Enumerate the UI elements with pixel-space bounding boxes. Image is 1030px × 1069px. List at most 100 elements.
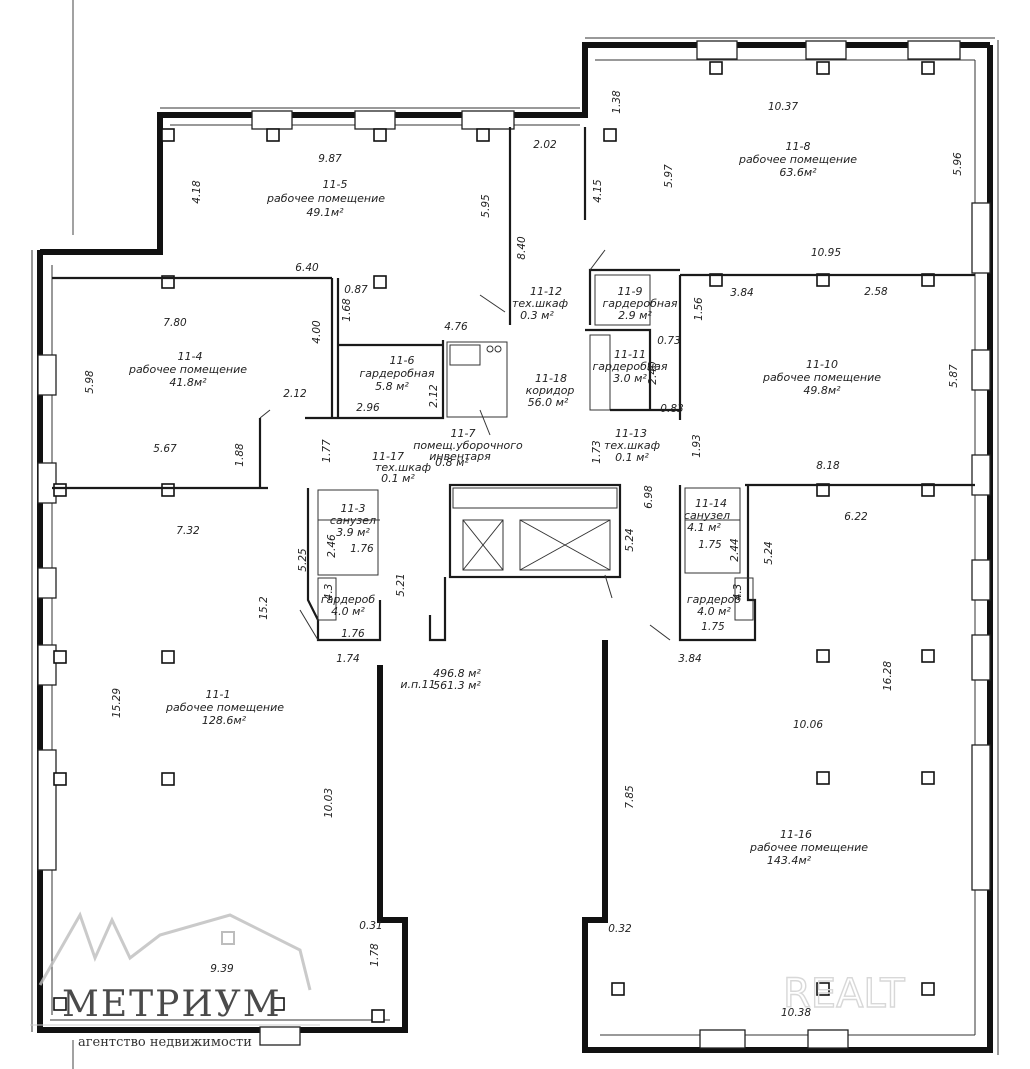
room-id: 11-10 [806,358,838,371]
room-11-6: 11-6 гардеробная 5.8 м² [360,354,435,393]
room-area: 41.8м² [169,376,207,389]
dim: 4.00 [311,320,323,344]
dim: 6.98 [643,485,655,509]
dim: 10.03 [323,788,335,818]
wc-left: гардероб 4.0 м² [321,593,376,618]
room-id: 11-1 [206,688,231,701]
room-id: 11-16 [780,828,812,841]
wc-right: гардероб 4.0 м² [687,593,742,618]
room-id: 11-4 [178,350,203,363]
dim: 1.93 [691,434,703,457]
room-id: 11-18 [535,372,567,385]
dim: 16.28 [882,661,894,691]
dim: 15.29 [111,688,123,718]
room-area: 128.6м² [202,714,247,727]
dim: 7.80 [163,317,187,329]
realt-watermark: REALT [783,971,905,1017]
dimensions: 9.87 4.18 5.95 2.02 8.40 6.40 0.87 1.68 … [84,90,964,1019]
metrium-logo: МЕТРИУМ агентство недвижимости [30,911,320,1050]
dim: 1.75 [701,621,725,633]
room-name: помещ.уборочного [413,439,523,452]
dim: 6.40 [295,262,319,274]
dim: 4.15 [592,179,604,203]
dim: 10.95 [811,247,841,259]
room-area: 3.9 м² [336,526,370,539]
room-area: 0.3 м² [520,309,554,322]
room-area: 49.1м² [306,206,344,219]
dim: 6.22 [844,511,868,523]
dim: 3.84 [730,287,753,299]
dim: 1.77 [321,439,333,463]
room-id: 11-12 [530,285,562,298]
dim: 3.84 [678,653,701,665]
room-11-1: 11-1 рабочее помещение 128.6м² [165,688,284,727]
dim: 5.21 [395,573,407,596]
dim: 1.68 [341,298,353,322]
room-id: 11-8 [786,140,811,153]
room-id: 11-5 [323,178,348,191]
dim: 0.32 [608,923,632,935]
summary-area-2: 561.3 м² [433,679,481,692]
room-11-8: 11-8 рабочее помещение 63.6м² [738,140,857,179]
room-11-5: 11-5 рабочее помещение 49.1м² [266,178,385,219]
room-area: 49.8м² [803,384,841,397]
dim: 9.39 [210,963,234,975]
room-area: 0.1 м² [615,451,649,464]
room-area: 5.8 м² [375,380,409,393]
room-area: 3.0 м² [613,372,647,385]
logo-window-icon [221,931,235,945]
dim: 2.40 [647,361,659,385]
interior-walls [52,127,975,642]
room-name: рабочее помещение [128,363,247,376]
logo-name: МЕТРИУМ [62,984,282,1025]
room-id: 11-7 [451,427,476,440]
dim: 4.18 [191,180,203,204]
dim: 1.56 [693,297,705,321]
dim: 0.31 [359,920,382,932]
dim: 5.96 [952,152,964,176]
room-11-17-id: 11-17 [372,450,404,463]
logo-tagline: агентство недвижимости [78,1035,252,1050]
room-11-16: 11-16 рабочее помещение 143.4м² [749,828,868,867]
room-11-7: 11-7 помещ.уборочного инвентаря [413,427,523,463]
dim: 1.76 [350,543,374,555]
dim: 2.58 [864,286,888,298]
dim: 0.87 [344,284,368,296]
columns [53,61,935,1023]
room-11-12: 11-12 тех.шкаф 0.3 м² [512,285,568,322]
dim: 8.18 [816,460,840,472]
dim: 5.97 [663,164,675,188]
room-11-3: 11-3 санузел 3.9 м² [330,502,376,539]
dim: 2.96 [356,402,380,414]
room-name: санузел [330,514,376,527]
wardrobe-label: гардероб [687,593,742,606]
dim: 7.85 [624,785,636,809]
wardrobe-label: гардероб [321,593,376,606]
room-area: 2.9 м² [618,309,652,322]
room-11-9: 11-9 гардеробная 2.9 м² [603,285,678,322]
dim: 5.24 [763,541,775,564]
dim: 10.37 [768,101,798,113]
dim: 1.88 [234,443,246,467]
dim: 1.38 [611,90,623,114]
floor-summary: и.п.11 496.8 м² 561.3 м² [400,667,481,692]
room-id: 11-13 [615,427,647,440]
dim: 0.83 [660,403,683,415]
windows [37,40,991,1049]
room-name: гардеробная [603,297,678,310]
dim: 5.25 [297,548,309,572]
dim: 1.78 [369,943,381,967]
room-area: 4.1 м² [687,521,721,534]
dim: 2.02 [533,139,557,151]
room-name: тех.шкаф [604,439,660,452]
wardrobe-area: 4.0 м² [331,605,365,618]
room-name: гардеробная [593,360,668,373]
dim: 1.74 [336,653,359,665]
dim: 4.3 [323,584,335,601]
room-11-18: 11-18 коридор 56.0 м² [526,372,575,409]
dim: 15.2 [258,596,270,620]
dim: 4.3 [732,584,744,601]
room-name-2: инвентаря [429,450,491,463]
dim: 5.24 [624,528,636,551]
room-11-11: 11-11 гардеробная 3.0 м² [593,348,668,385]
